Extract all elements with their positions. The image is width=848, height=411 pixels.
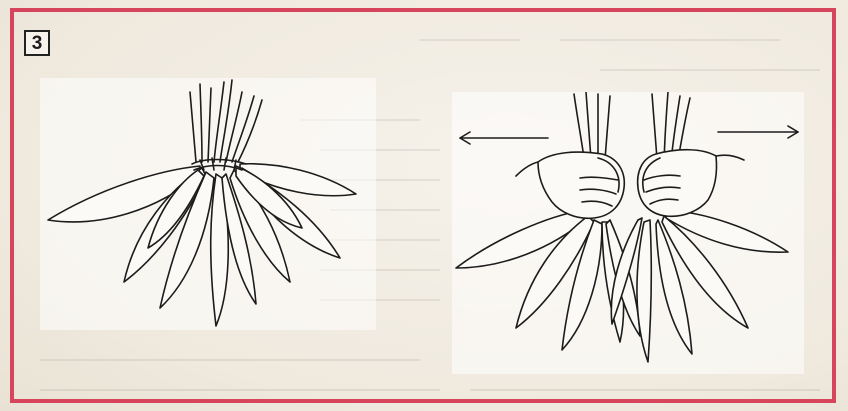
left-illustration xyxy=(40,78,376,330)
arrow-right-icon xyxy=(718,126,798,138)
arrow-left-icon xyxy=(460,132,548,144)
bunched-stems-icon xyxy=(40,78,376,330)
right-illustration xyxy=(452,92,804,374)
hands-pulling-stems-icon xyxy=(452,92,804,374)
step-number-badge: 3 xyxy=(24,30,50,56)
